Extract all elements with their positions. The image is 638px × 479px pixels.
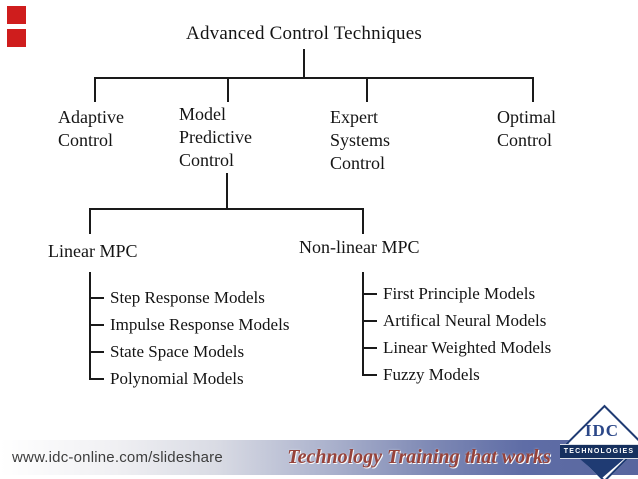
leaf-item-label: Artifical Neural Models	[383, 311, 547, 330]
tree-connector-line	[363, 320, 377, 322]
idc-logo-banner: TECHNOLOGIES	[560, 444, 638, 459]
tree-connector-line	[89, 272, 91, 380]
tree-connector-line	[90, 351, 104, 353]
leaf-item: First Principle Models	[363, 284, 535, 304]
leaf-item: Fuzzy Models	[363, 365, 480, 385]
tree-connector-line	[89, 208, 364, 210]
idc-logo-abbr: IDC	[584, 421, 620, 440]
tree-connector-line	[366, 77, 368, 102]
red-marker-decoration	[7, 6, 26, 24]
branch-model-predictive-control: Model Predictive Control	[179, 104, 252, 170]
leaf-item: Polynomial Models	[90, 369, 244, 389]
leaf-item-label: First Principle Models	[383, 284, 536, 303]
node-linear-mpc: Linear MPC	[48, 241, 138, 261]
footer-url: www.idc-online.com/slideshare	[12, 449, 223, 466]
leaf-item-label: Step Response Models	[110, 288, 265, 307]
leaf-item-label: Impulse Response Models	[110, 315, 290, 334]
tree-connector-line	[90, 297, 104, 299]
tree-connector-line	[363, 347, 377, 349]
tree-connector-line	[303, 49, 305, 78]
diagram-root-title: Advanced Control Techniques	[186, 23, 422, 44]
tree-connector-line	[363, 293, 377, 295]
branch-optimal-control: Optimal Control	[497, 107, 556, 150]
tree-connector-line	[90, 324, 104, 326]
leaf-item-label: Linear Weighted Models	[383, 338, 552, 357]
tree-connector-line	[226, 173, 228, 209]
leaf-item: Artifical Neural Models	[363, 311, 546, 331]
tree-connector-line	[362, 272, 364, 376]
branch-adaptive-control: Adaptive Control	[58, 107, 124, 150]
leaf-item-label: State Space Models	[110, 342, 245, 361]
leaf-item-label: Polynomial Models	[110, 369, 244, 388]
leaf-item-label: Fuzzy Models	[383, 365, 480, 384]
tree-connector-line	[362, 208, 364, 234]
leaf-item: State Space Models	[90, 342, 244, 362]
leaf-item: Linear Weighted Models	[363, 338, 551, 358]
tree-connector-line	[94, 77, 534, 79]
tree-connector-line	[90, 378, 104, 380]
tree-connector-line	[94, 77, 96, 102]
red-marker-decoration	[7, 29, 26, 47]
tree-connector-line	[89, 208, 91, 234]
idc-diamond-logo-icon	[580, 459, 624, 478]
footer-gradient-band	[0, 440, 638, 475]
node-nonlinear-mpc: Non-linear MPC	[299, 237, 420, 257]
leaf-item: Step Response Models	[90, 288, 265, 308]
tree-connector-line	[532, 77, 534, 102]
leaf-item: Impulse Response Models	[90, 315, 289, 335]
footer-tagline: Technology Training that works	[287, 446, 551, 468]
branch-expert-systems-control: Expert Systems Control	[330, 107, 391, 173]
tree-connector-line	[227, 77, 229, 102]
tree-connector-line	[363, 374, 377, 376]
